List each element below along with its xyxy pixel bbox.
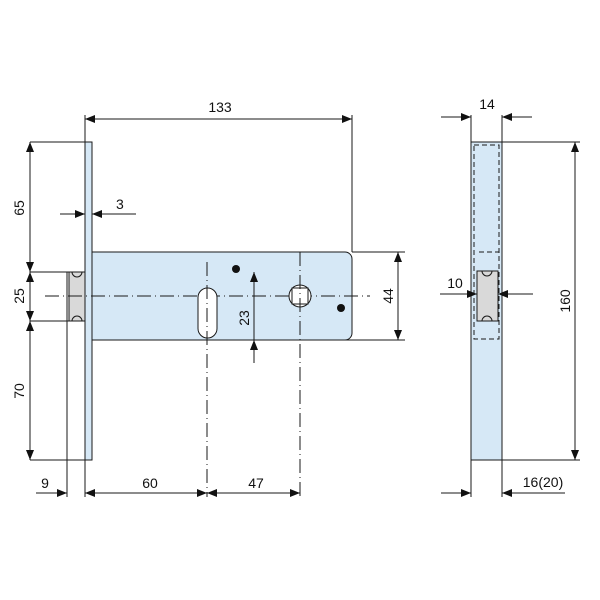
screw-hole — [232, 265, 240, 273]
dim-160: 160 — [557, 289, 573, 313]
dimension-lines — [26, 115, 402, 497]
dim-25: 25 — [11, 288, 27, 304]
dim-23: 23 — [236, 310, 252, 326]
dim-3: 3 — [116, 196, 124, 212]
dim-9: 9 — [41, 475, 49, 491]
side-latch-bolt — [476, 270, 499, 322]
dim-10: 10 — [447, 275, 463, 291]
dim-14: 14 — [479, 96, 495, 112]
dim-65: 65 — [11, 200, 27, 216]
dim-44: 44 — [380, 288, 396, 304]
faceplate — [84, 141, 93, 461]
screw-hole — [337, 304, 345, 312]
dim-133: 133 — [208, 99, 232, 115]
dim-70: 70 — [11, 383, 27, 399]
lock-body — [91, 251, 353, 341]
dim-60: 60 — [142, 475, 158, 491]
side-view — [440, 113, 580, 497]
dim-16-20: 16(20) — [523, 474, 563, 490]
front-view — [30, 115, 405, 497]
dim-47: 47 — [248, 475, 264, 491]
